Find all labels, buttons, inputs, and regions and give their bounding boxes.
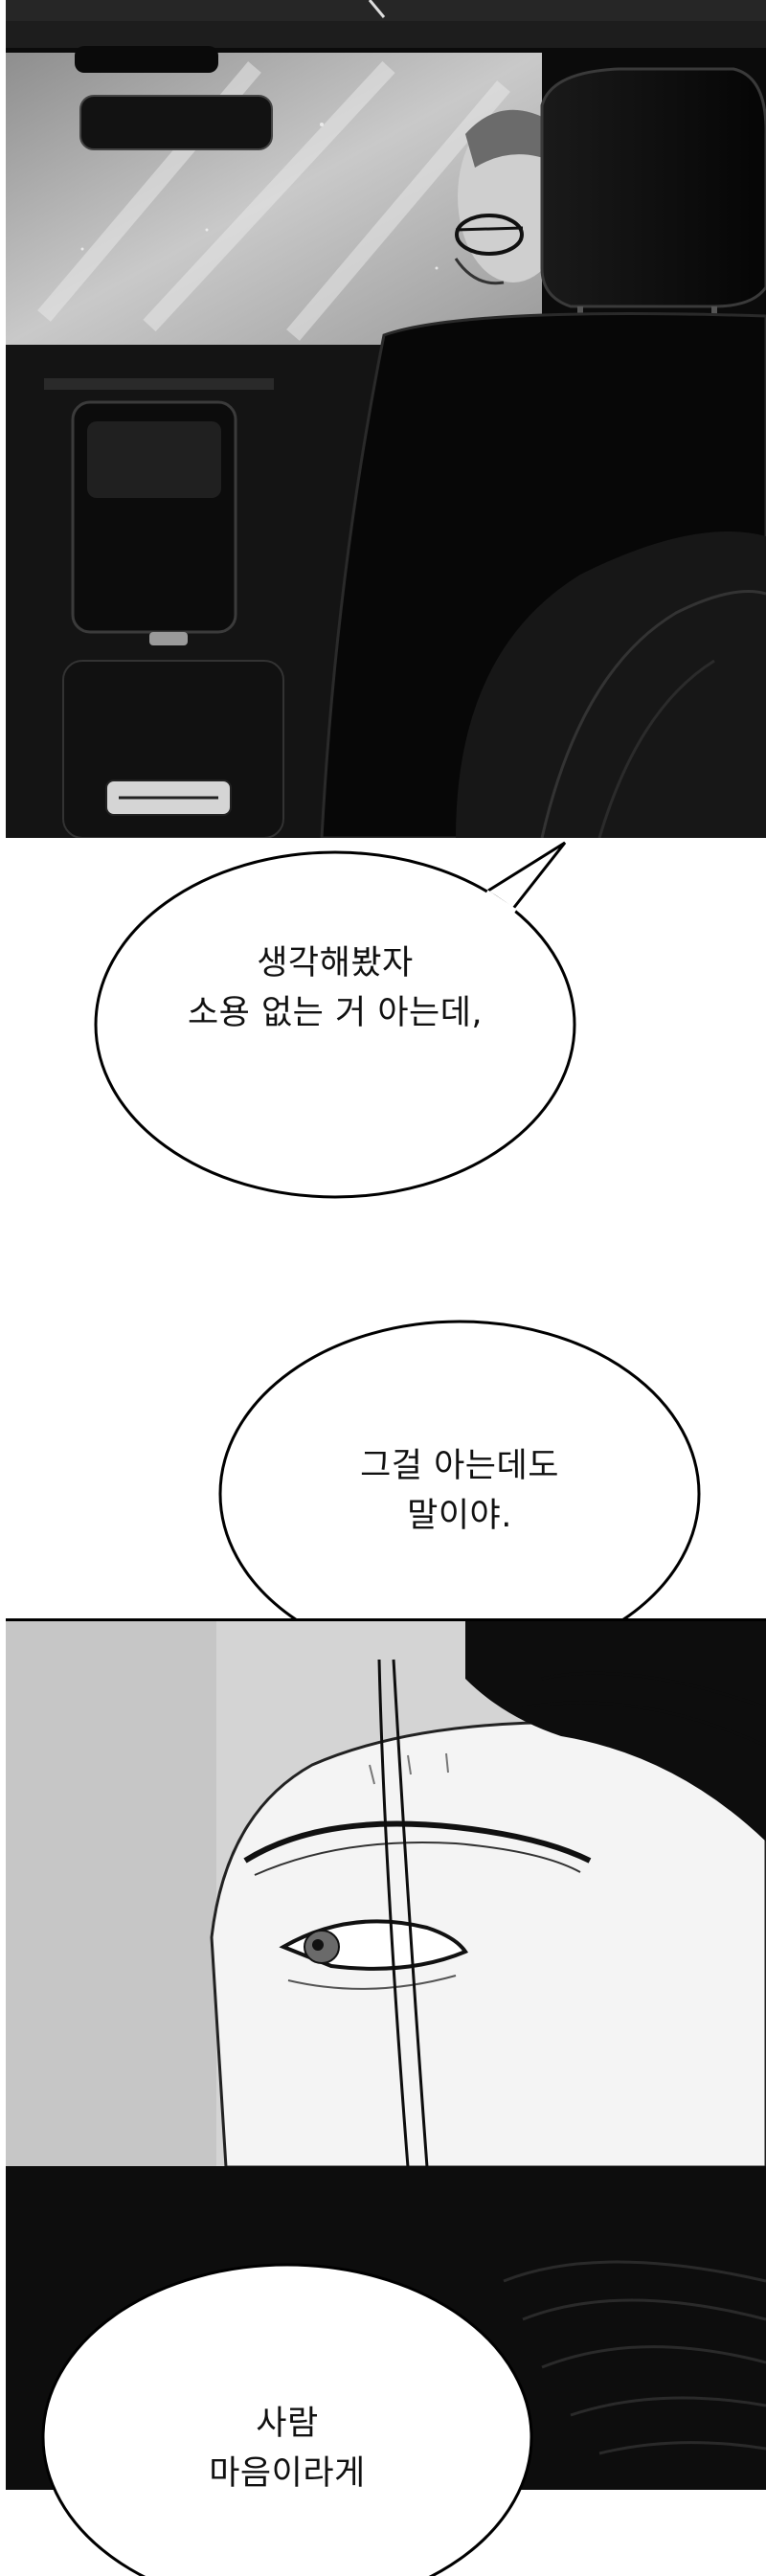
speech-bubble-2-text: 그걸 아는데도 말이야. (215, 1441, 704, 1541)
speech-line: 사람 (256, 2405, 319, 2443)
speech-bubble-3: 사람 마음이라게 (38, 2260, 536, 2576)
speech-bubble-1-shape (94, 841, 576, 1199)
speech-bubble-3-text: 사람 마음이라게 (38, 2399, 536, 2498)
speech-bubble-1: 생각해봤자 소용 없는 거 아는데, (86, 833, 584, 1207)
speech-bubble-1-text: 생각해봤자 소용 없는 거 아는데, (86, 938, 584, 1038)
car-interior-panel (6, 0, 766, 838)
eye-closeup-illustration (6, 1621, 766, 2167)
speech-line: 소용 없는 거 아는데, (187, 994, 484, 1032)
speech-line: 그걸 아는데도 (360, 1447, 559, 1485)
car-interior-illustration (6, 0, 766, 838)
speech-line: 생각해봤자 (257, 944, 414, 983)
speech-line: 마음이라게 (209, 2454, 366, 2493)
eye-closeup-panel (6, 1618, 766, 2167)
speech-line: 말이야. (407, 1497, 512, 1535)
webtoon-strip: 생각해봤자 소용 없는 거 아는데, 그걸 아는데도 말이야. (6, 0, 766, 2576)
